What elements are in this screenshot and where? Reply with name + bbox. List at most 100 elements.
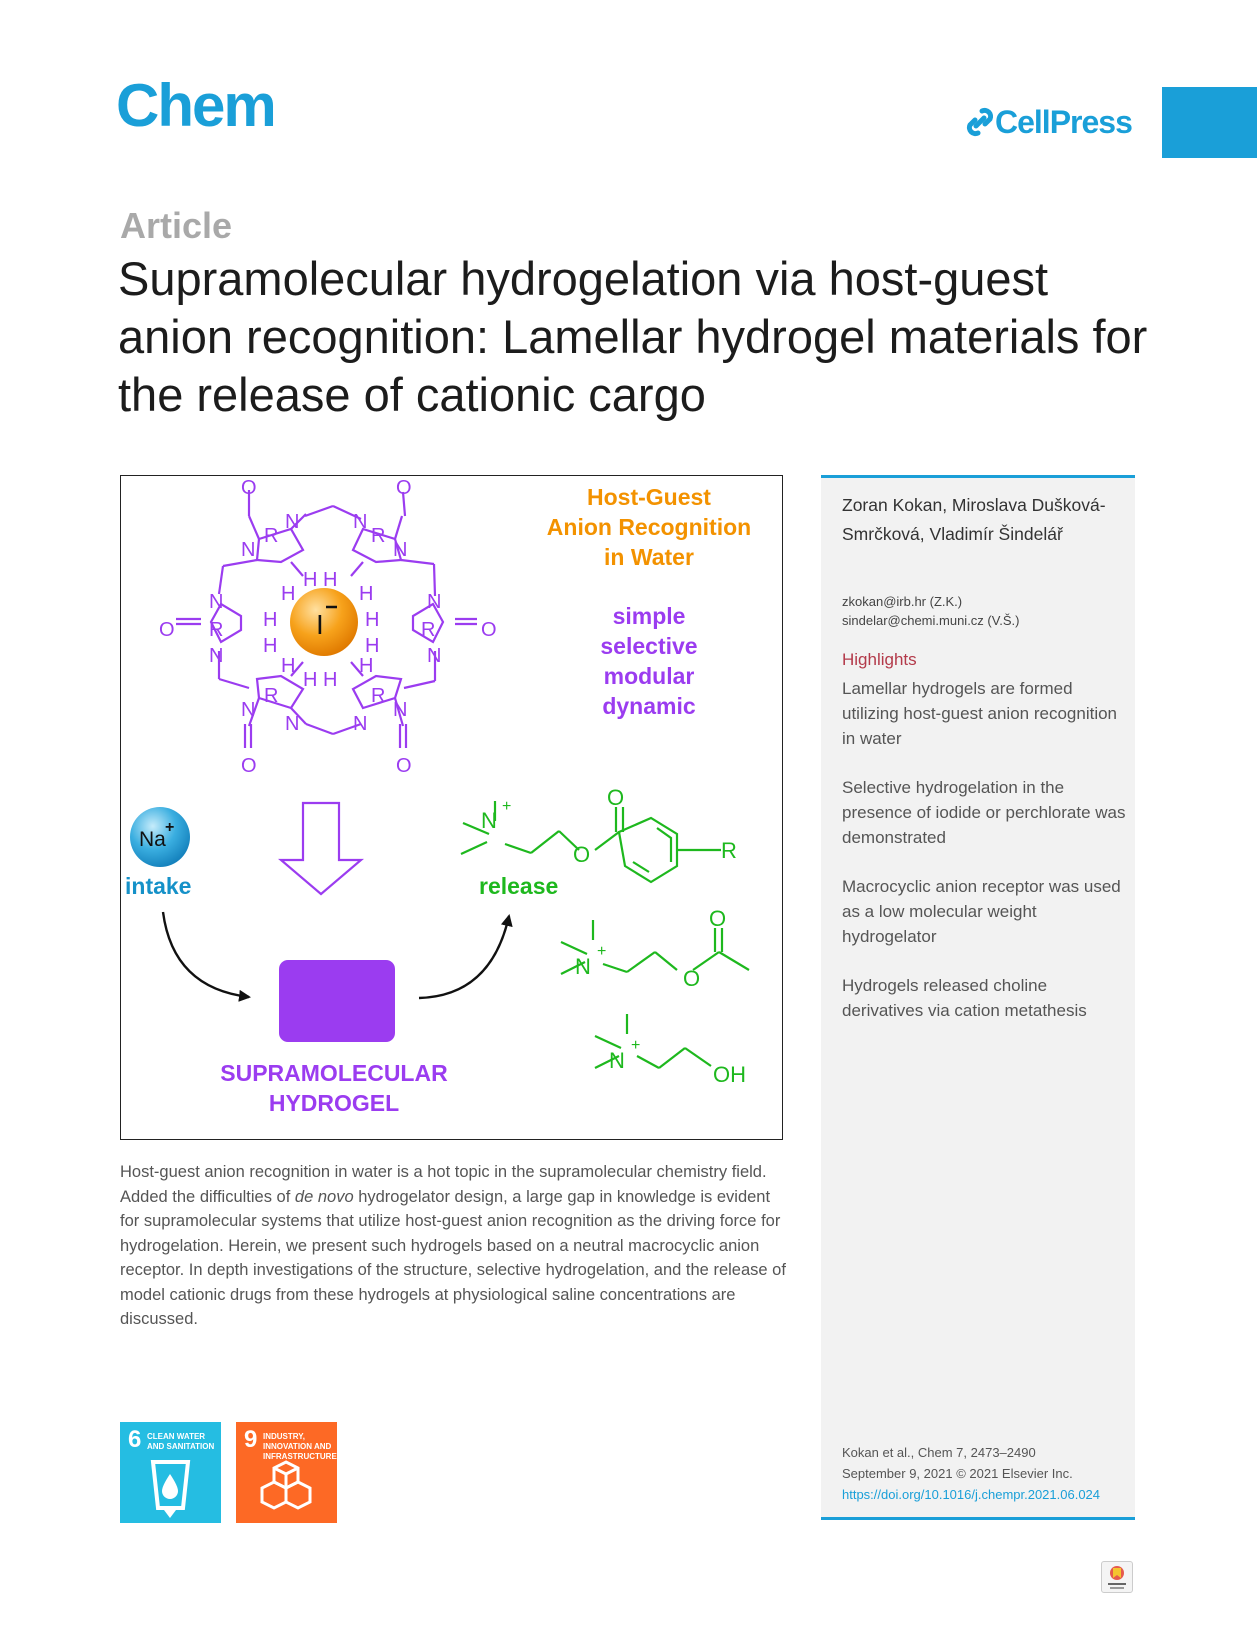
citation-line: September 9, 2021 © 2021 Elsevier Inc.	[842, 1466, 1073, 1481]
article-title: Supramolecular hydrogelation via host-gu…	[118, 252, 1148, 421]
cargo-oh-label: OH	[713, 1062, 746, 1087]
svg-text:+: +	[631, 1037, 640, 1054]
citation-block: Kokan et al., Chem 7, 2473–2490 Septembe…	[842, 1442, 1100, 1505]
svg-text:Anion Recognition: Anion Recognition	[547, 514, 751, 540]
author-list: Zoran Kokan, Miroslava Dušková-Smrčková,…	[842, 495, 1106, 544]
svg-text:O: O	[607, 785, 624, 810]
svg-text:N: N	[575, 954, 591, 979]
svg-text:Host-Guest: Host-Guest	[587, 484, 711, 510]
sdg-9-badge[interactable]: 9 INDUSTRY, INNOVATION AND INFRASTRUCTUR…	[236, 1422, 337, 1523]
svg-text:H: H	[359, 655, 373, 677]
highlight-item: Macrocyclic anion receptor was used as a…	[842, 877, 1121, 946]
abstract-text: Host-guest anion recognition in water is…	[120, 1163, 786, 1328]
author-email[interactable]: sindelar@chemi.muni.cz (V.Š.)	[842, 613, 1020, 628]
svg-text:N: N	[241, 699, 255, 721]
article-type-label: Article	[120, 205, 233, 246]
sdg-number: 6	[128, 1426, 142, 1453]
svg-text:H: H	[365, 635, 379, 657]
email-list: zkokan@irb.hr (Z.K.) sindelar@chemi.muni…	[842, 592, 1019, 630]
intake-label: intake	[125, 873, 191, 899]
svg-text:N: N	[285, 511, 299, 533]
svg-text:R: R	[371, 525, 385, 547]
highlight-item: Lamellar hydrogels are formed utilizing …	[842, 679, 1118, 748]
svg-text:H: H	[281, 655, 295, 677]
cellpress-icon	[966, 107, 994, 137]
down-arrow	[278, 801, 364, 896]
intake-arrow	[161, 911, 251, 1002]
svg-text:O: O	[241, 477, 257, 499]
svg-text:N: N	[209, 645, 223, 667]
svg-text:H: H	[359, 583, 373, 605]
svg-text:simple: simple	[613, 603, 686, 629]
svg-text:selective: selective	[600, 633, 697, 659]
water-glass-icon	[150, 1460, 191, 1518]
svg-text:O: O	[396, 477, 412, 499]
svg-text:N: N	[393, 539, 407, 561]
figure-header-text: Host-Guest Anion Recognition in Water	[547, 484, 751, 570]
svg-text:R: R	[421, 619, 435, 641]
svg-text:H H: H H	[303, 569, 337, 591]
cargo-r-label: R	[721, 838, 737, 863]
svg-text:O: O	[241, 755, 257, 777]
journal-logo[interactable]: Chem	[116, 72, 277, 139]
highlights-list: Lamellar hydrogels are formed utilizing …	[842, 676, 1127, 1047]
svg-text:N: N	[209, 591, 223, 613]
sdg-6-badge[interactable]: 6 CLEAN WATER AND SANITATION	[120, 1422, 221, 1523]
sidebar-panel	[821, 475, 1135, 1520]
graphical-abstract-drawing: OO NN RR NN H H NN HH OO RR HH HH NN HH …	[125, 477, 751, 1116]
cargo-molecule-acetylcholine	[560, 920, 750, 975]
svg-text:H: H	[281, 583, 295, 605]
cargo-molecule-choline	[594, 1014, 712, 1069]
svg-text:modular: modular	[604, 663, 695, 689]
figure-properties-list: simple selective modular dynamic	[600, 603, 697, 719]
svg-text:N: N	[393, 699, 407, 721]
author-email[interactable]: zkokan@irb.hr (Z.K.)	[842, 594, 963, 609]
highlight-item: Hydrogels released choline derivatives v…	[842, 976, 1087, 1020]
svg-text:R: R	[264, 525, 278, 547]
svg-text:R: R	[209, 619, 223, 641]
svg-text:N: N	[241, 539, 255, 561]
svg-text:N: N	[285, 713, 299, 735]
cellpress-logo[interactable]: CellPress	[965, 104, 1133, 140]
iodide-sphere	[290, 588, 358, 656]
svg-text:N: N	[427, 591, 441, 613]
svg-text:O: O	[159, 619, 175, 641]
sdg-label: INDUSTRY, INNOVATION AND INFRASTRUCTURE	[263, 1432, 337, 1461]
svg-text:R: R	[371, 685, 385, 707]
svg-text:O: O	[683, 966, 700, 991]
svg-text:N: N	[481, 808, 497, 833]
check-for-updates-badge[interactable]	[1101, 1561, 1133, 1593]
svg-text:N: N	[353, 511, 367, 533]
svg-text:O: O	[481, 619, 497, 641]
iodide-label: I	[316, 609, 324, 640]
hydrogel-label: SUPRAMOLECULAR HYDROGEL	[220, 1060, 448, 1116]
citation-line: Kokan et al., Chem 7, 2473–2490	[842, 1445, 1036, 1460]
svg-text:in Water: in Water	[604, 544, 694, 570]
svg-text:SUPRAMOLECULAR: SUPRAMOLECULAR	[220, 1060, 448, 1086]
cellpress-wordmark: CellPress	[995, 104, 1133, 140]
doi-link[interactable]: https://doi.org/10.1016/j.chempr.2021.06…	[842, 1487, 1101, 1502]
svg-text:HYDROGEL: HYDROGEL	[269, 1090, 399, 1116]
svg-text:dynamic: dynamic	[602, 693, 696, 719]
svg-text:H: H	[263, 609, 277, 631]
svg-text:H H: H H	[303, 669, 337, 691]
hydrogel-block	[279, 960, 395, 1042]
release-label: release	[479, 873, 558, 899]
svg-text:O: O	[573, 842, 590, 867]
highlights-heading: Highlights	[842, 650, 917, 669]
cargo-atom-labels: N+ O O N+ O O N+	[481, 785, 726, 1073]
svg-text:O: O	[396, 755, 412, 777]
svg-text:R: R	[264, 685, 278, 707]
svg-text:N: N	[353, 713, 367, 735]
cubes-icon	[260, 1460, 312, 1510]
sodium-charge: +	[165, 819, 174, 836]
sdg-number: 9	[244, 1426, 258, 1453]
cargo-molecule-benzoylcholine	[460, 801, 721, 884]
sodium-sphere	[130, 807, 190, 867]
sodium-label: Na	[139, 828, 166, 851]
sdg-label: CLEAN WATER AND SANITATION	[147, 1432, 215, 1451]
svg-text:H: H	[263, 635, 277, 657]
svg-text:H: H	[365, 609, 379, 631]
